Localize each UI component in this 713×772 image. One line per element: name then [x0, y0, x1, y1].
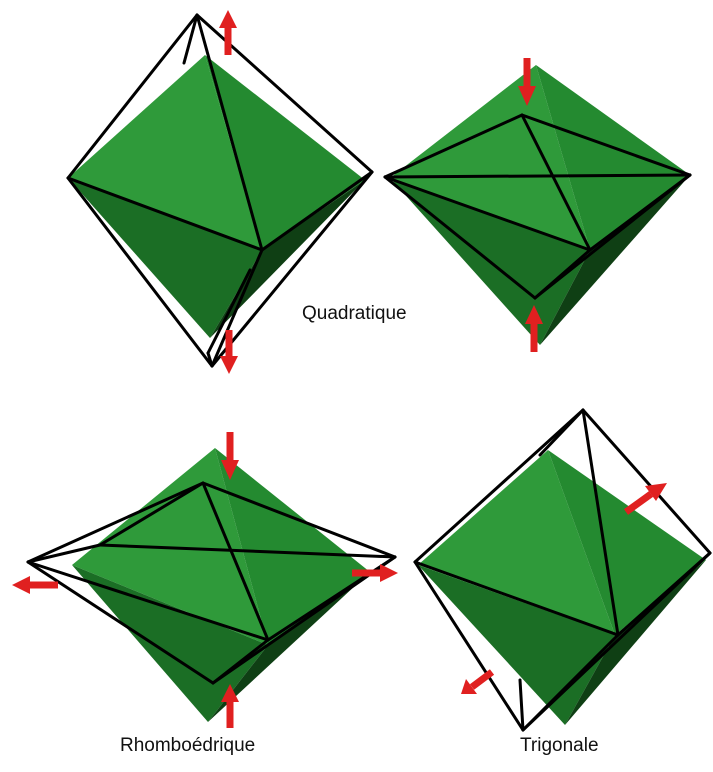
octahedron-trigonal — [413, 408, 712, 732]
octahedron-compressed — [383, 58, 692, 352]
green-octahedron-reference — [418, 450, 706, 725]
green-octahedron-reference — [390, 65, 690, 345]
arrow-up — [221, 684, 239, 728]
green-octahedron-reference — [72, 448, 370, 722]
arrow-up-right — [623, 483, 667, 515]
octahedron-rhombohedral — [12, 432, 398, 728]
deformed-wireframe — [413, 408, 712, 732]
arrow-down — [221, 432, 239, 480]
green-octahedron-reference — [68, 55, 365, 338]
label-rhomboedrique: Rhomboédrique — [120, 735, 256, 756]
deformed-wireframe — [383, 113, 692, 300]
label-quadratique: Quadratique — [302, 303, 407, 324]
arrow-up — [219, 10, 237, 55]
arrow-right — [352, 564, 398, 582]
arrow-left — [12, 576, 58, 594]
label-trigonale: Trigonale — [520, 735, 599, 756]
arrow-down — [220, 330, 238, 374]
arrow-down-left — [461, 669, 495, 694]
arrow-up — [525, 305, 543, 352]
octahedron-elongated — [66, 10, 374, 374]
arrow-down — [518, 58, 536, 106]
